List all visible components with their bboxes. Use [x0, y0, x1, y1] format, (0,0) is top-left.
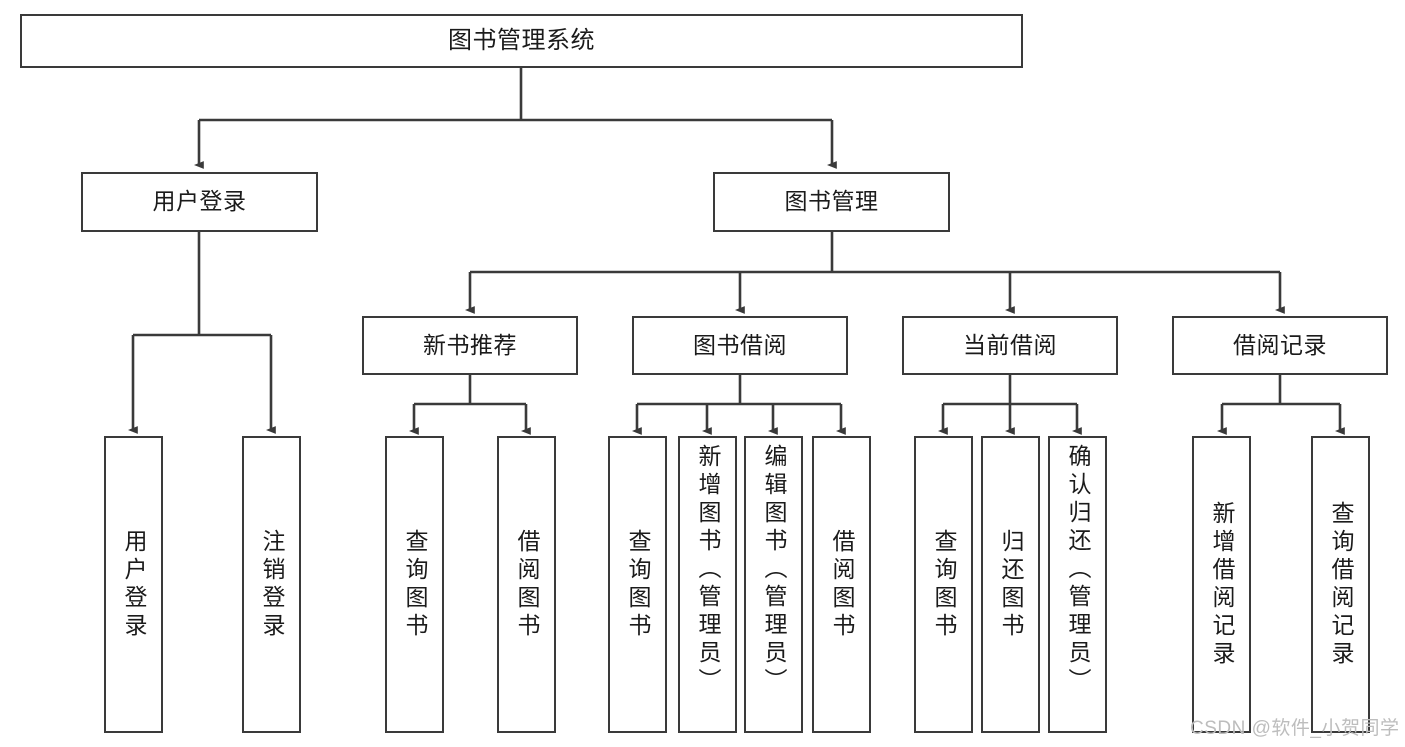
node-label: 查询图书 [625, 528, 651, 641]
node-label: 新书推荐 [423, 331, 517, 358]
leaf-confirm-return[interactable]: 确认归还（管理员） [1048, 436, 1107, 733]
node-label: 查询借阅记录 [1328, 500, 1354, 669]
leaf-logout-login[interactable]: 注销登录 [242, 436, 301, 733]
node-user-login[interactable]: 用户登录 [81, 172, 318, 232]
leaf-return-book[interactable]: 归还图书 [981, 436, 1040, 733]
csdn-watermark: CSDN @软件_小贺同学 [1190, 718, 1400, 739]
leaf-borrow-book-borrow[interactable]: 借阅图书 [812, 436, 871, 733]
leaf-query-book-current[interactable]: 查询图书 [914, 436, 973, 733]
node-current-borrow[interactable]: 当前借阅 [902, 316, 1118, 375]
node-label: 借阅图书 [514, 528, 540, 641]
leaf-user-login[interactable]: 用户登录 [104, 436, 163, 733]
node-label: 归还图书 [998, 528, 1024, 641]
node-root-system[interactable]: 图书管理系统 [20, 14, 1023, 68]
node-label: 借阅图书 [829, 528, 855, 641]
leaf-query-borrow-record[interactable]: 查询借阅记录 [1311, 436, 1370, 733]
node-label: 图书借阅 [693, 331, 787, 358]
node-borrow-record[interactable]: 借阅记录 [1172, 316, 1388, 375]
node-new-book-recommend[interactable]: 新书推荐 [362, 316, 578, 375]
node-label: 确认归还（管理员） [1065, 444, 1091, 696]
leaf-borrow-book-recommend[interactable]: 借阅图书 [497, 436, 556, 733]
leaf-query-book-recommend[interactable]: 查询图书 [385, 436, 444, 733]
node-label: 新增图书（管理员） [695, 444, 721, 696]
node-label: 注销登录 [259, 528, 285, 641]
leaf-query-book-borrow[interactable]: 查询图书 [608, 436, 667, 733]
node-label: 借阅记录 [1233, 331, 1327, 358]
node-label: 用户登录 [152, 188, 247, 215]
node-label: 图书管理系统 [448, 26, 595, 54]
node-label: 当前借阅 [963, 331, 1057, 358]
node-label: 查询图书 [931, 528, 957, 641]
node-label: 查询图书 [402, 528, 428, 641]
leaf-add-borrow-record[interactable]: 新增借阅记录 [1192, 436, 1251, 733]
leaf-add-book[interactable]: 新增图书（管理员） [678, 436, 737, 733]
node-book-borrow[interactable]: 图书借阅 [632, 316, 848, 375]
leaf-edit-book[interactable]: 编辑图书（管理员） [744, 436, 803, 733]
node-label: 编辑图书（管理员） [761, 444, 787, 696]
node-label: 图书管理 [784, 188, 879, 215]
node-book-manage[interactable]: 图书管理 [713, 172, 950, 232]
node-label: 新增借阅记录 [1209, 500, 1235, 669]
node-label: 用户登录 [121, 528, 147, 641]
